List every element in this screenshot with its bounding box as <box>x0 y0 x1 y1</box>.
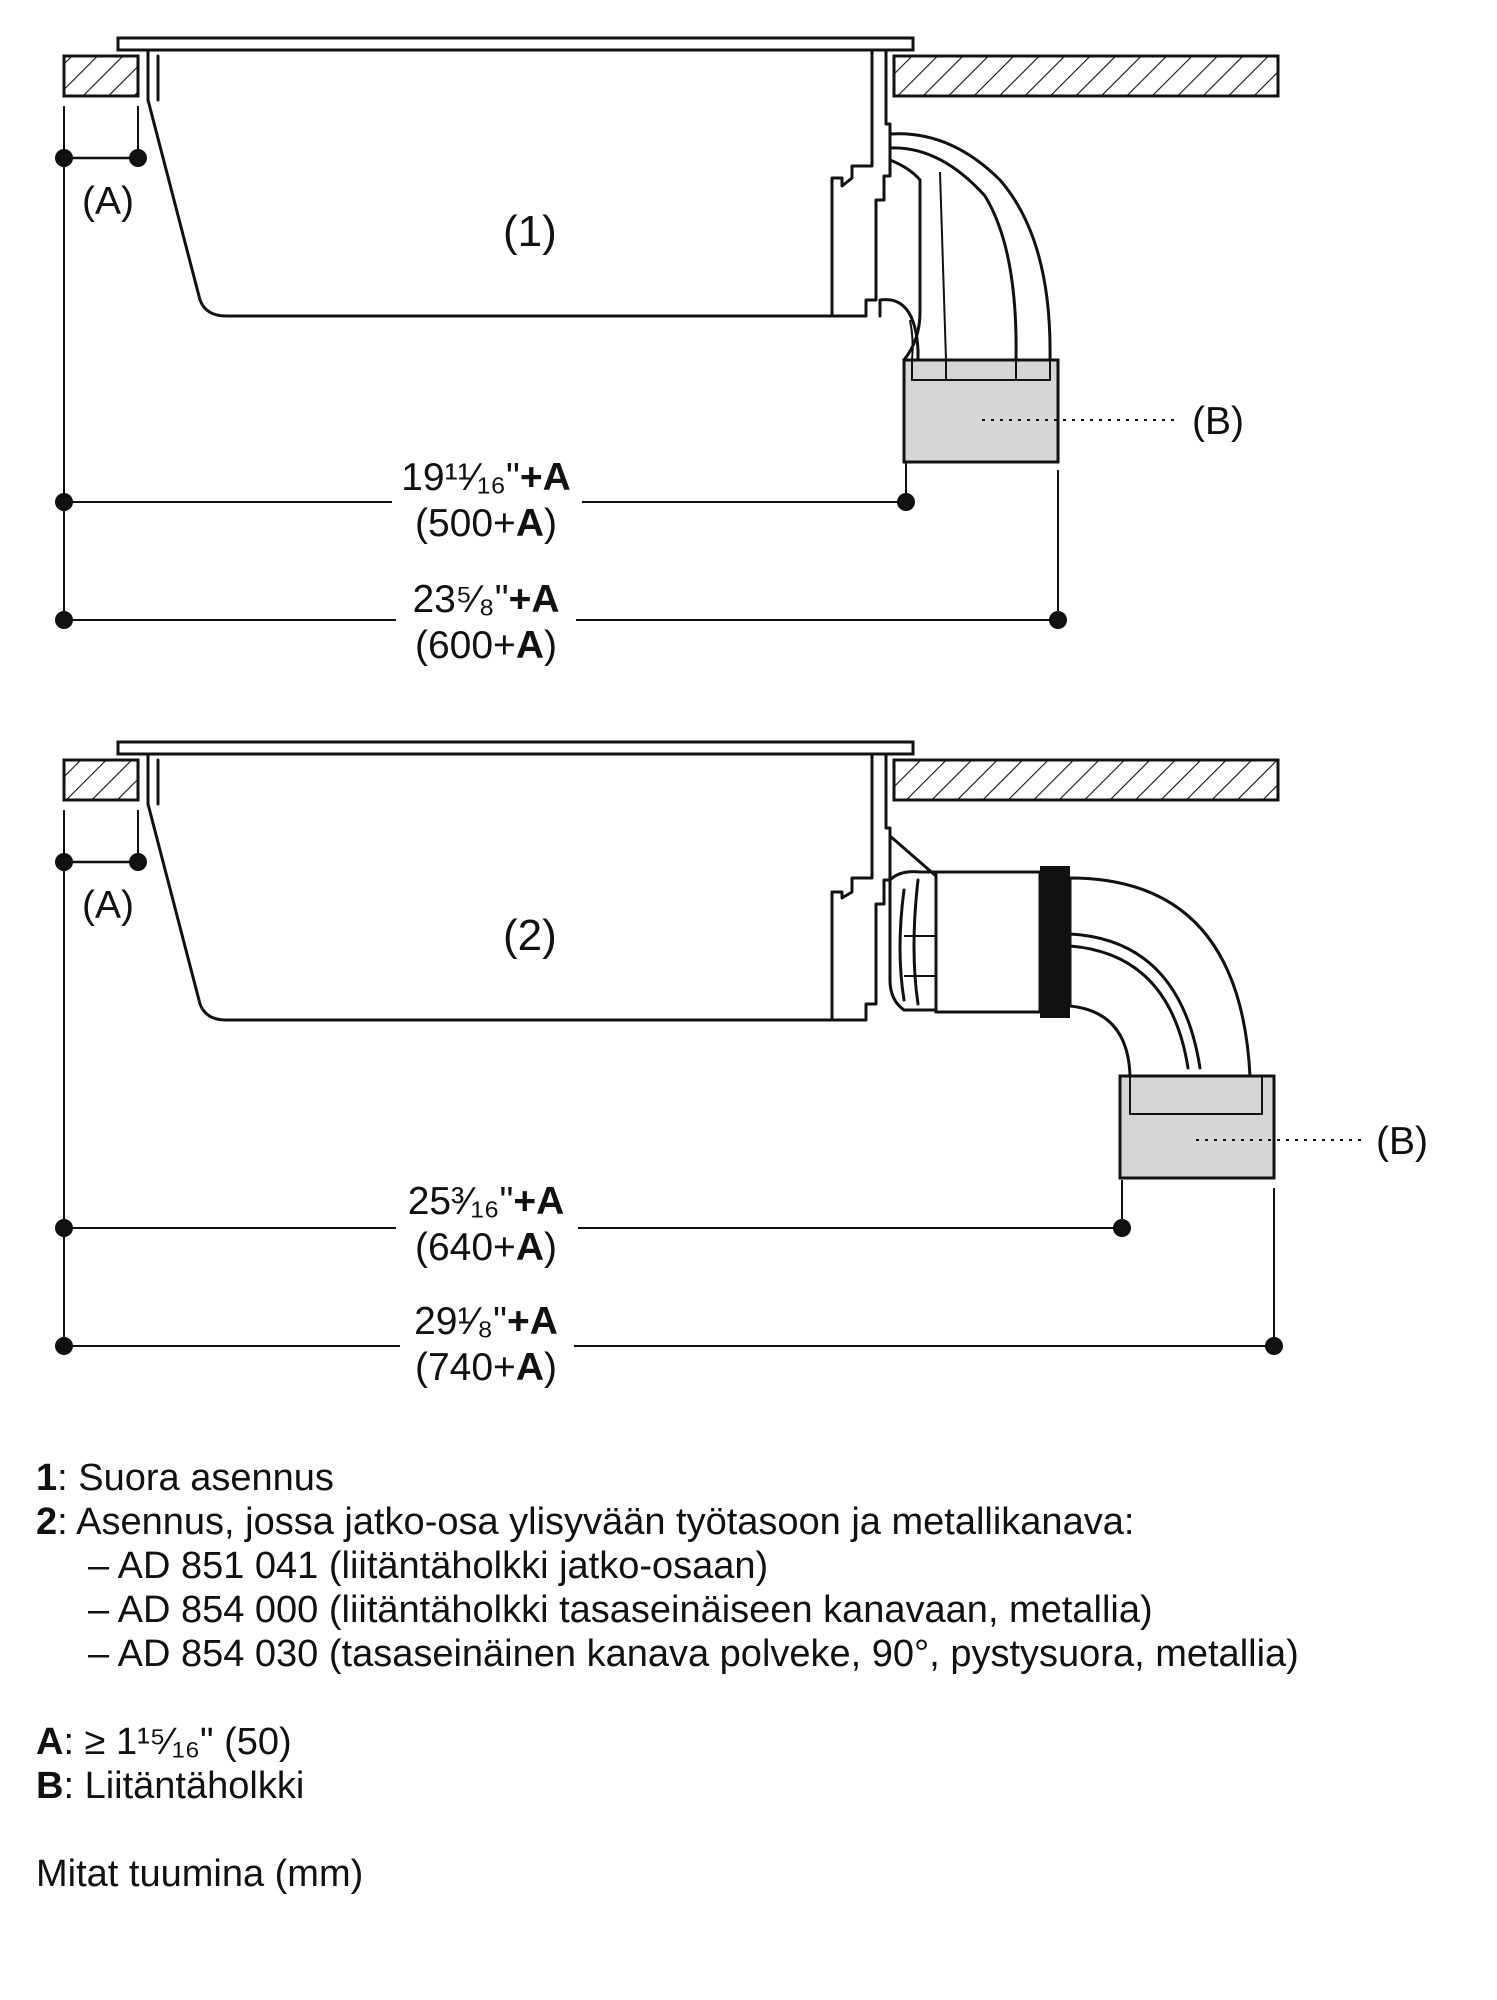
dim-outer-inch-1: 23⁵⁄₈"+A <box>412 578 559 621</box>
dim-outer-mm-1: (600+A) <box>415 624 557 667</box>
installation-diagram: (B) (A) (1) 19¹¹⁄₁₆"+A (500+A) 23⁵⁄₈"+A … <box>55 36 1428 1389</box>
dim-dot <box>897 493 915 511</box>
legend-subitem-2: – AD 854 000 (liitäntäholkki tasaseinäis… <box>88 1589 1153 1631</box>
legend-key: A <box>36 1721 64 1763</box>
hob-body-1 <box>146 48 874 318</box>
hob-outlet-2 <box>830 752 892 1022</box>
dim-dot <box>1265 1337 1283 1355</box>
a-label-2: (A) <box>82 884 134 927</box>
dim-dot <box>55 611 73 629</box>
dim-inner-inch-1: 19¹¹⁄₁₆"+A <box>401 456 571 499</box>
legend-key: 2 <box>36 1501 58 1543</box>
metal-duct-sleeve-2 <box>934 870 1042 1014</box>
diagram-number-2: (2) <box>503 911 557 960</box>
legend-key: 1 <box>36 1457 58 1499</box>
connector-b-1 <box>902 358 1060 464</box>
legend-item-a: A: ≥ 1¹⁵⁄₁₆" (50) <box>36 1720 1299 1764</box>
dim-inner-mm-1: (500+A) <box>415 502 557 545</box>
dim-outer-mm-2: (740+A) <box>415 1346 557 1389</box>
legend: 1: Suora asennus 2: Asennus, jossa jatko… <box>36 1456 1299 1896</box>
dim-inner-inch-2: 25³⁄₁₆"+A <box>408 1180 565 1223</box>
hob-outlet-1 <box>830 48 892 318</box>
legend-key: B <box>36 1765 64 1807</box>
worktop-left-2 <box>62 758 140 802</box>
connector-b-2 <box>1118 1074 1276 1180</box>
b-label-2: (B) <box>1376 1120 1428 1163</box>
legend-text: : ≥ 1¹⁵⁄₁₆" (50) <box>63 1721 292 1763</box>
legend-text: : Liitäntäholkki <box>63 1765 305 1807</box>
dim-dot <box>55 1219 73 1237</box>
legend-subitem-3: – AD 854 030 (tasaseinäinen kanava polve… <box>88 1633 1299 1675</box>
legend-text: : Suora asennus <box>57 1457 334 1499</box>
dim-outer-inch-2: 29¹⁄₈"+A <box>414 1300 558 1343</box>
diagram-number-1: (1) <box>503 207 557 256</box>
cooktop-glass-2 <box>116 740 915 756</box>
legend-item-1: 1: Suora asennus <box>36 1456 1299 1500</box>
dim-dot <box>55 853 73 871</box>
diagram-2: (B) (A) (2) 25³⁄₁₆"+A (640+A) 29¹⁄₈"+A (… <box>55 740 1428 1389</box>
dim-dot <box>1049 611 1067 629</box>
dim-inner-mm-2: (640+A) <box>415 1226 557 1269</box>
elbow-duct-2 <box>1068 876 1252 1078</box>
legend-footer: Mitat tuumina (mm) <box>36 1853 364 1895</box>
hob-body-2 <box>146 752 874 1022</box>
a-label-1: (A) <box>82 180 134 223</box>
dim-dot <box>55 149 73 167</box>
dim-dot <box>129 149 147 167</box>
legend-item-2: 2: Asennus, jossa jatko-osa ylisyvään ty… <box>36 1500 1299 1544</box>
legend-subitem-1: – AD 851 041 (liitäntäholkki jatko-osaan… <box>88 1545 769 1587</box>
extension-piece-2 <box>888 834 938 1012</box>
seal-ring-2 <box>1040 866 1070 1018</box>
flex-duct-1 <box>888 132 1052 362</box>
dim-dot <box>55 493 73 511</box>
worktop-right-1 <box>892 54 1280 98</box>
dim-dot <box>129 853 147 871</box>
legend-text: : Asennus, jossa jatko-osa ylisyvään työ… <box>57 1501 1135 1543</box>
worktop-right-2 <box>892 758 1280 802</box>
cooktop-glass-1 <box>116 36 915 52</box>
legend-item-b: B: Liitäntäholkki <box>36 1764 1299 1808</box>
dim-dot <box>55 1337 73 1355</box>
worktop-left-1 <box>62 54 140 98</box>
dim-dot <box>1113 1219 1131 1237</box>
b-label-1: (B) <box>1192 400 1244 443</box>
diagram-1: (B) (A) (1) 19¹¹⁄₁₆"+A (500+A) 23⁵⁄₈"+A … <box>55 36 1280 667</box>
